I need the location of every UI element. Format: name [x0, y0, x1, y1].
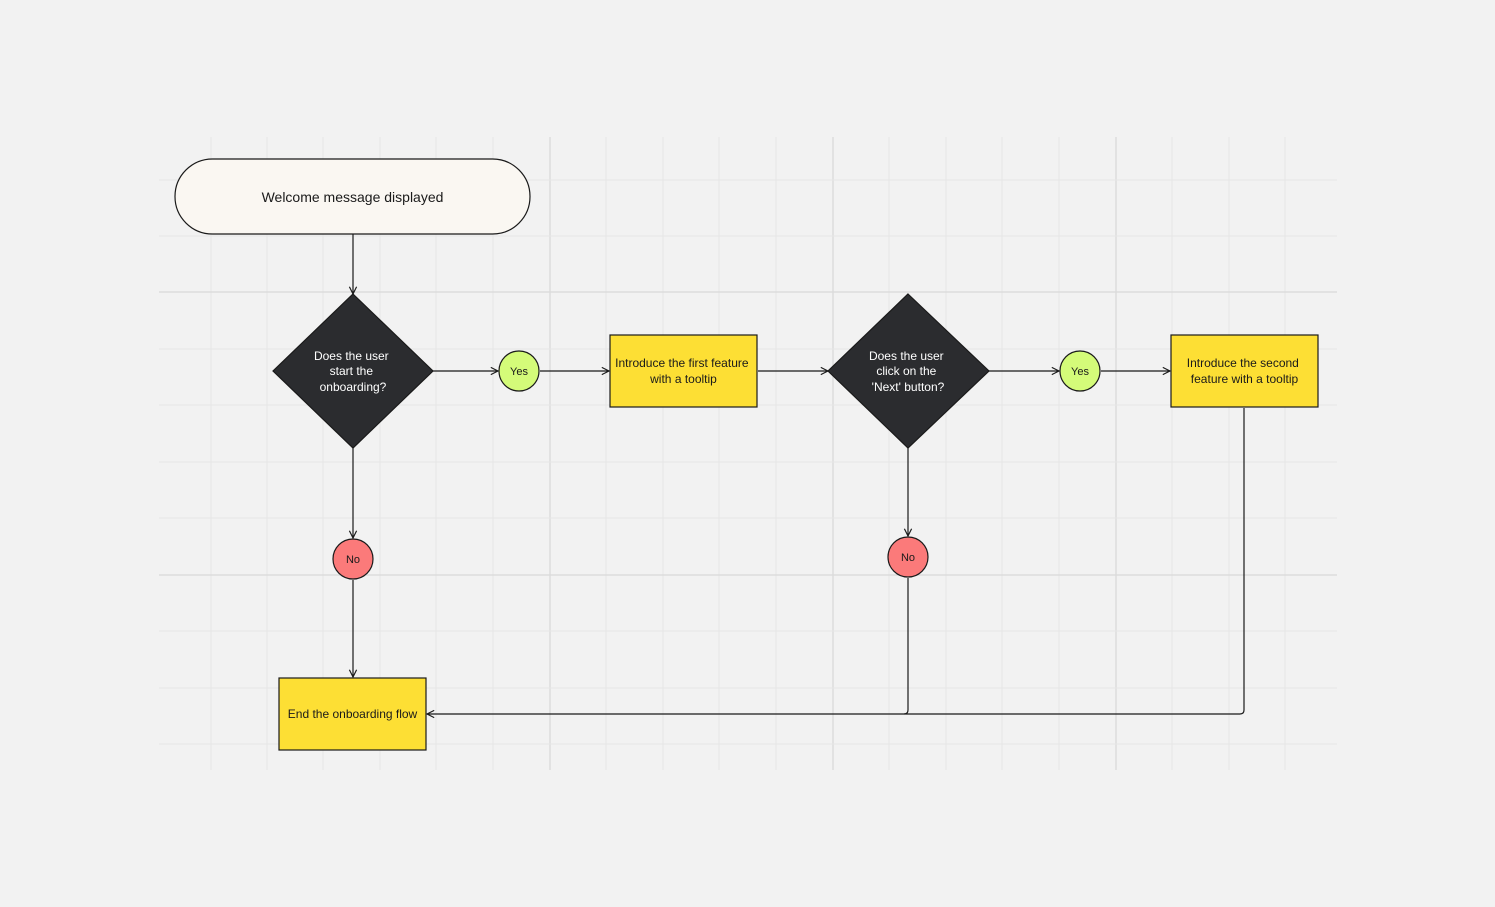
yes1-label: Yes [510, 366, 528, 378]
decision-next-button[interactable]: Does the user click on the 'Next' button… [827, 293, 990, 449]
yes-badge-2[interactable]: Yes [1059, 350, 1101, 392]
process-first-feature[interactable]: Introduce the first feature with a toolt… [609, 334, 758, 408]
decision-start-onboarding[interactable]: Does the user start the onboarding? [272, 293, 434, 449]
connector-no2-to-end [427, 578, 909, 714]
no1-label: No [346, 554, 360, 566]
no2-label: No [901, 552, 915, 564]
process1-label: Introduce the first feature with a toolt… [615, 356, 752, 386]
no-badge-2[interactable]: No [887, 536, 929, 578]
yes2-label: Yes [1071, 366, 1089, 378]
process-second-feature[interactable]: Introduce the second feature with a tool… [1170, 334, 1319, 408]
connectors [353, 234, 1245, 715]
yes-badge-1[interactable]: Yes [498, 350, 540, 392]
end-label: End the onboarding flow [288, 707, 418, 721]
end-onboarding-flow[interactable]: End the onboarding flow [278, 677, 427, 751]
start-terminator[interactable]: Welcome message displayed [174, 158, 531, 235]
decision2-label: Does the user click on the 'Next' button… [869, 349, 947, 394]
no-badge-1[interactable]: No [332, 538, 374, 580]
connector-process2-to-end [904, 408, 1245, 715]
decision1-label: Does the user start the onboarding? [314, 349, 392, 394]
start-label: Welcome message displayed [262, 189, 444, 205]
process2-label: Introduce the second feature with a tool… [1187, 356, 1302, 386]
